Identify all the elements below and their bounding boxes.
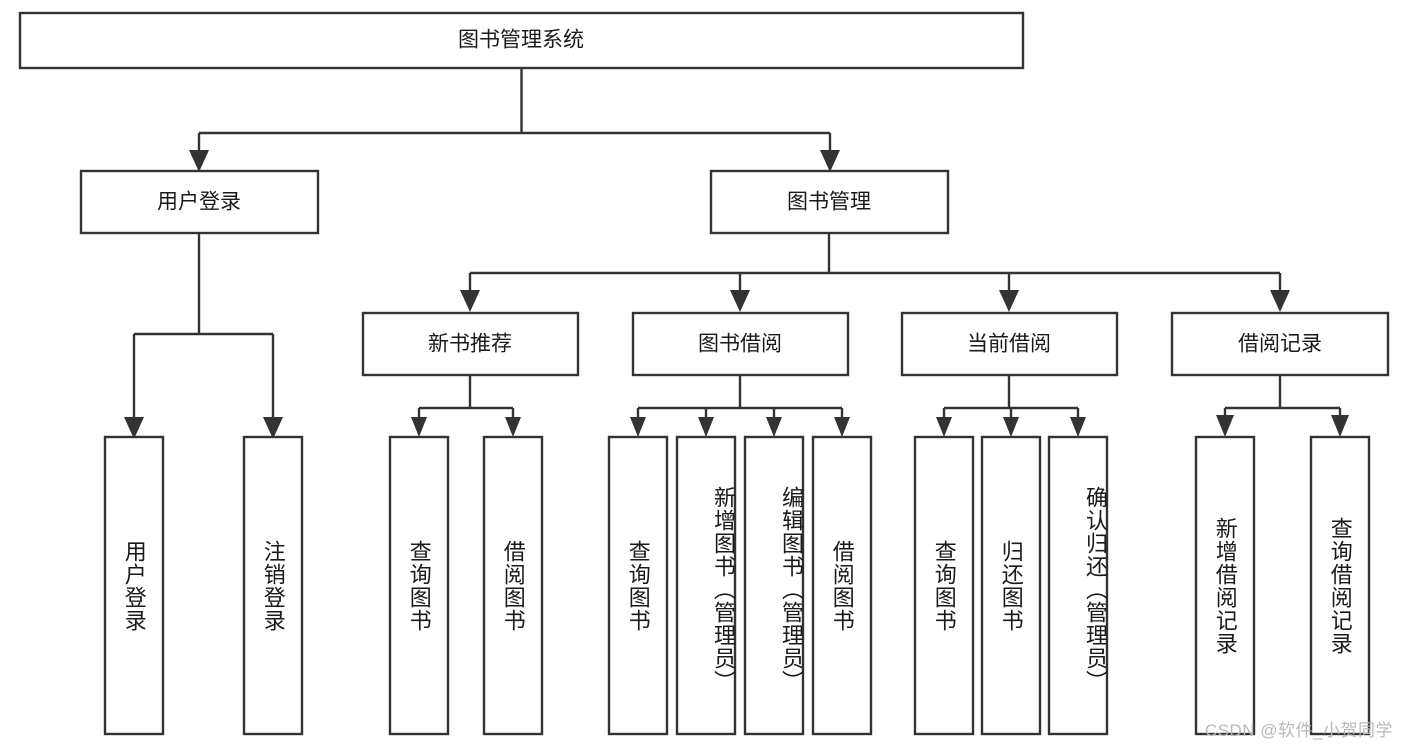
node-current-borrow-label: 当前借阅 [967,333,1051,356]
connector-bookborrow-to-leaves [636,375,844,419]
csdn-watermark: CSDN @软件_小贺同学 [1204,721,1393,740]
leaf-box-borrow-record-0[interactable] [1194,435,1256,736]
leaf-box-borrow-record-1[interactable] [1309,435,1371,736]
arrow-head-icon [1331,415,1349,437]
node-current-borrow[interactable] [900,311,1119,377]
leaf-box-current-borrow-0[interactable] [913,435,975,736]
arrow-head-icon [630,417,646,437]
arrow-head-icon [936,417,952,437]
node-borrow-record-label: 借阅记录 [1238,333,1322,356]
arrow-head-icon [1070,417,1086,437]
connector-borrowrecord-to-leaves [1223,375,1342,419]
node-labels: 图书管理系统 用户登录 图书管理 新书推荐 图书借阅 当前借阅 借阅记录 [157,29,1322,356]
leaf-box-user-login-1[interactable] [242,435,304,736]
arrow-head-icon [460,290,480,312]
leaf-box-current-borrow-1[interactable] [980,435,1042,736]
connector-currentborrow-to-leaves [942,375,1080,419]
arrow-head-icon [999,290,1019,312]
arrow-head-icon [189,150,209,172]
arrow-head-icon [1270,290,1290,312]
leaf-box-book-borrow-0[interactable] [607,435,669,736]
arrow-head-icon [730,290,750,312]
arrow-heads [124,150,1349,439]
node-root[interactable] [18,11,1025,70]
connector-bookmanage-to-level3 [468,233,1282,292]
node-user-login[interactable] [79,169,320,235]
arrow-head-icon [766,417,782,437]
connectors [132,68,1342,419]
node-root-label: 图书管理系统 [458,29,584,52]
leaf-box-new-book-rec-1[interactable] [482,435,544,736]
leaf-box-new-book-rec-0[interactable] [388,435,450,736]
leaf-box-user-login-0[interactable] [103,435,165,736]
leaf-box-book-borrow-3[interactable] [811,435,873,736]
leaf-box-current-borrow-2[interactable] [1047,435,1109,736]
arrow-head-icon [698,417,714,437]
arrow-head-icon [411,417,427,437]
node-boxes [18,11,1390,736]
arrow-head-icon [820,150,840,172]
node-borrow-record[interactable] [1170,311,1390,377]
node-book-manage-label: 图书管理 [787,191,871,214]
arrow-head-icon [124,417,144,439]
arrow-head-icon [834,417,850,437]
connector-userlogin-to-leaves [132,233,275,419]
node-user-login-label: 用户登录 [157,191,241,214]
leaf-box-book-borrow-2[interactable] [743,435,805,736]
leaf-box-book-borrow-1[interactable] [675,435,737,736]
arrow-head-icon [1003,417,1019,437]
node-book-borrow[interactable] [631,311,850,377]
node-book-manage[interactable] [709,169,950,235]
arrow-head-icon [505,417,521,437]
connector-newbookrec-to-leaves [417,375,515,419]
node-book-borrow-label: 图书借阅 [698,333,782,356]
arrow-head-icon [263,417,283,439]
connector-root-to-level2 [197,68,832,152]
arrow-head-icon [1216,415,1234,437]
node-new-book-recommend-label: 新书推荐 [428,333,512,356]
node-new-book-recommend[interactable] [361,311,580,377]
